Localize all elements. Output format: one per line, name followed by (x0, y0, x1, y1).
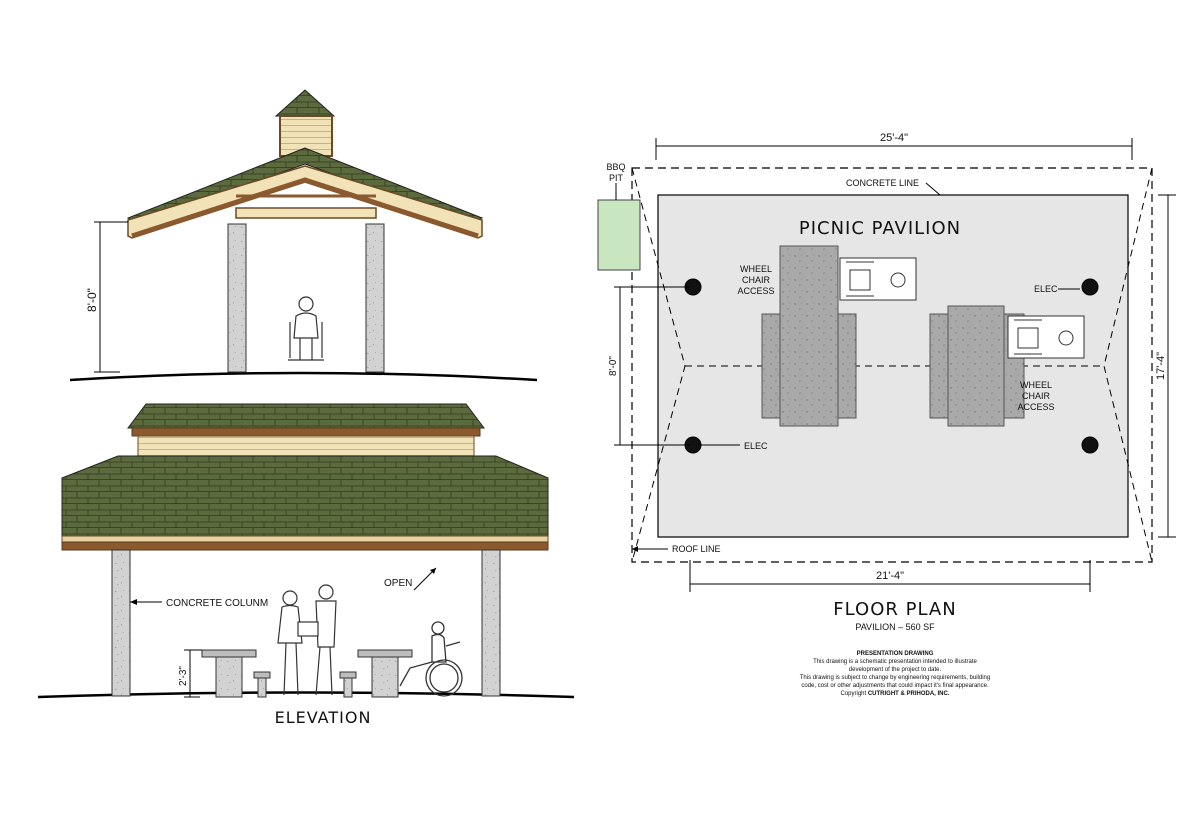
floor-plan-title: FLOOR PLAN (833, 599, 956, 620)
dim-depth-label: 17'-4" (1155, 352, 1167, 380)
roof-line (631, 167, 1153, 563)
notes-line4: code, cost or other adjustments that cou… (801, 683, 989, 689)
dim-table-label: 2'-3" (178, 666, 189, 686)
lower-fascia (61, 535, 549, 543)
section-elevation: 8'-0" (69, 89, 538, 382)
bbq-label-line1: BBQ (606, 162, 625, 172)
wheelchair-label-2-line3: ACCESS (1017, 402, 1054, 412)
beam (61, 541, 549, 551)
concrete-line-label: CONCRETE LINE (846, 178, 919, 188)
dim-bay-line (614, 286, 690, 446)
picnic-table-right (339, 649, 413, 698)
front-elevation: CONCRETE COLUNM OPEN 2'-3" ELEVATION (37, 403, 575, 727)
floor-plan-subtitle: PAVILION – 560 SF (855, 622, 935, 632)
plan-wheelchair-2 (1007, 315, 1085, 359)
notes-line1: This drawing is a schematic presentation… (813, 659, 977, 665)
dim-height-label: 8'-0" (85, 288, 99, 312)
family-figures (277, 584, 337, 696)
plan-table-group-left (761, 245, 857, 427)
notes-line3: This drawing is subject to change by eng… (800, 675, 990, 681)
dim-line-table (184, 649, 202, 698)
wheelchair-label-2-line2: CHAIR (1022, 391, 1051, 401)
plan-wheelchair-1 (839, 257, 917, 301)
elevation-column-right (481, 549, 501, 697)
wheelchair-label-2-line1: WHEEL (1020, 380, 1052, 390)
notes-copyright: Copyright CUTRIGHT & PRIHODA, INC. (840, 691, 949, 697)
open-label: OPEN (384, 578, 412, 589)
floor-plan: 25'-4" (597, 132, 1176, 592)
plan-table-group-right (929, 305, 1025, 427)
dim-line-height (94, 221, 128, 373)
plan-columns (684, 278, 1099, 454)
notes-line2: development of the project to date. (849, 667, 942, 673)
elevation-title: ELEVATION (275, 708, 372, 727)
plan-heading: PICNIC PAVILION (799, 218, 961, 239)
dim-slab-width: 21'-4" (876, 570, 904, 582)
column-left (227, 223, 247, 373)
wheelchair-figure (288, 296, 324, 361)
upper-fascia (131, 427, 481, 437)
wheelchair-label-1-line3: ACCESS (737, 286, 774, 296)
main-roof-section (126, 147, 484, 225)
bbq-pit (597, 199, 641, 271)
wheelchair-label-1-line1: WHEEL (740, 264, 772, 274)
roof-hip-lines (631, 167, 1153, 563)
dim-overall-width: 25'-4" (880, 132, 908, 144)
upper-roof (127, 403, 485, 429)
wheelchair-user-figure (399, 621, 463, 697)
column-right (365, 223, 385, 373)
wheelchair-label-1-line2: CHAIR (742, 275, 771, 285)
dim-slab-width-line (689, 560, 1091, 592)
elec-label-2: ELEC (744, 441, 768, 451)
bbq-label-line2: PIT (609, 173, 624, 183)
elec-label-1: ELEC (1034, 284, 1058, 294)
elevation-column-left (111, 549, 131, 697)
concrete-column-label: CONCRETE COLUNM (166, 598, 268, 609)
dim-bay-label: 8'-0" (608, 356, 619, 376)
rafter (131, 177, 479, 239)
lower-roof (61, 455, 549, 539)
roof-line-label: ROOF LINE (672, 544, 721, 554)
ground-line (69, 371, 538, 382)
tie-beam (235, 207, 377, 219)
dim-depth-line (1158, 194, 1176, 538)
notes-heading: PRESENTATION DRAWING (857, 651, 934, 657)
presentation-notes: PRESENTATION DRAWING This drawing is a s… (800, 651, 990, 697)
dim-overall-width-line (655, 138, 1133, 160)
picnic-table-left (201, 649, 271, 698)
cupola-roof (274, 89, 336, 117)
